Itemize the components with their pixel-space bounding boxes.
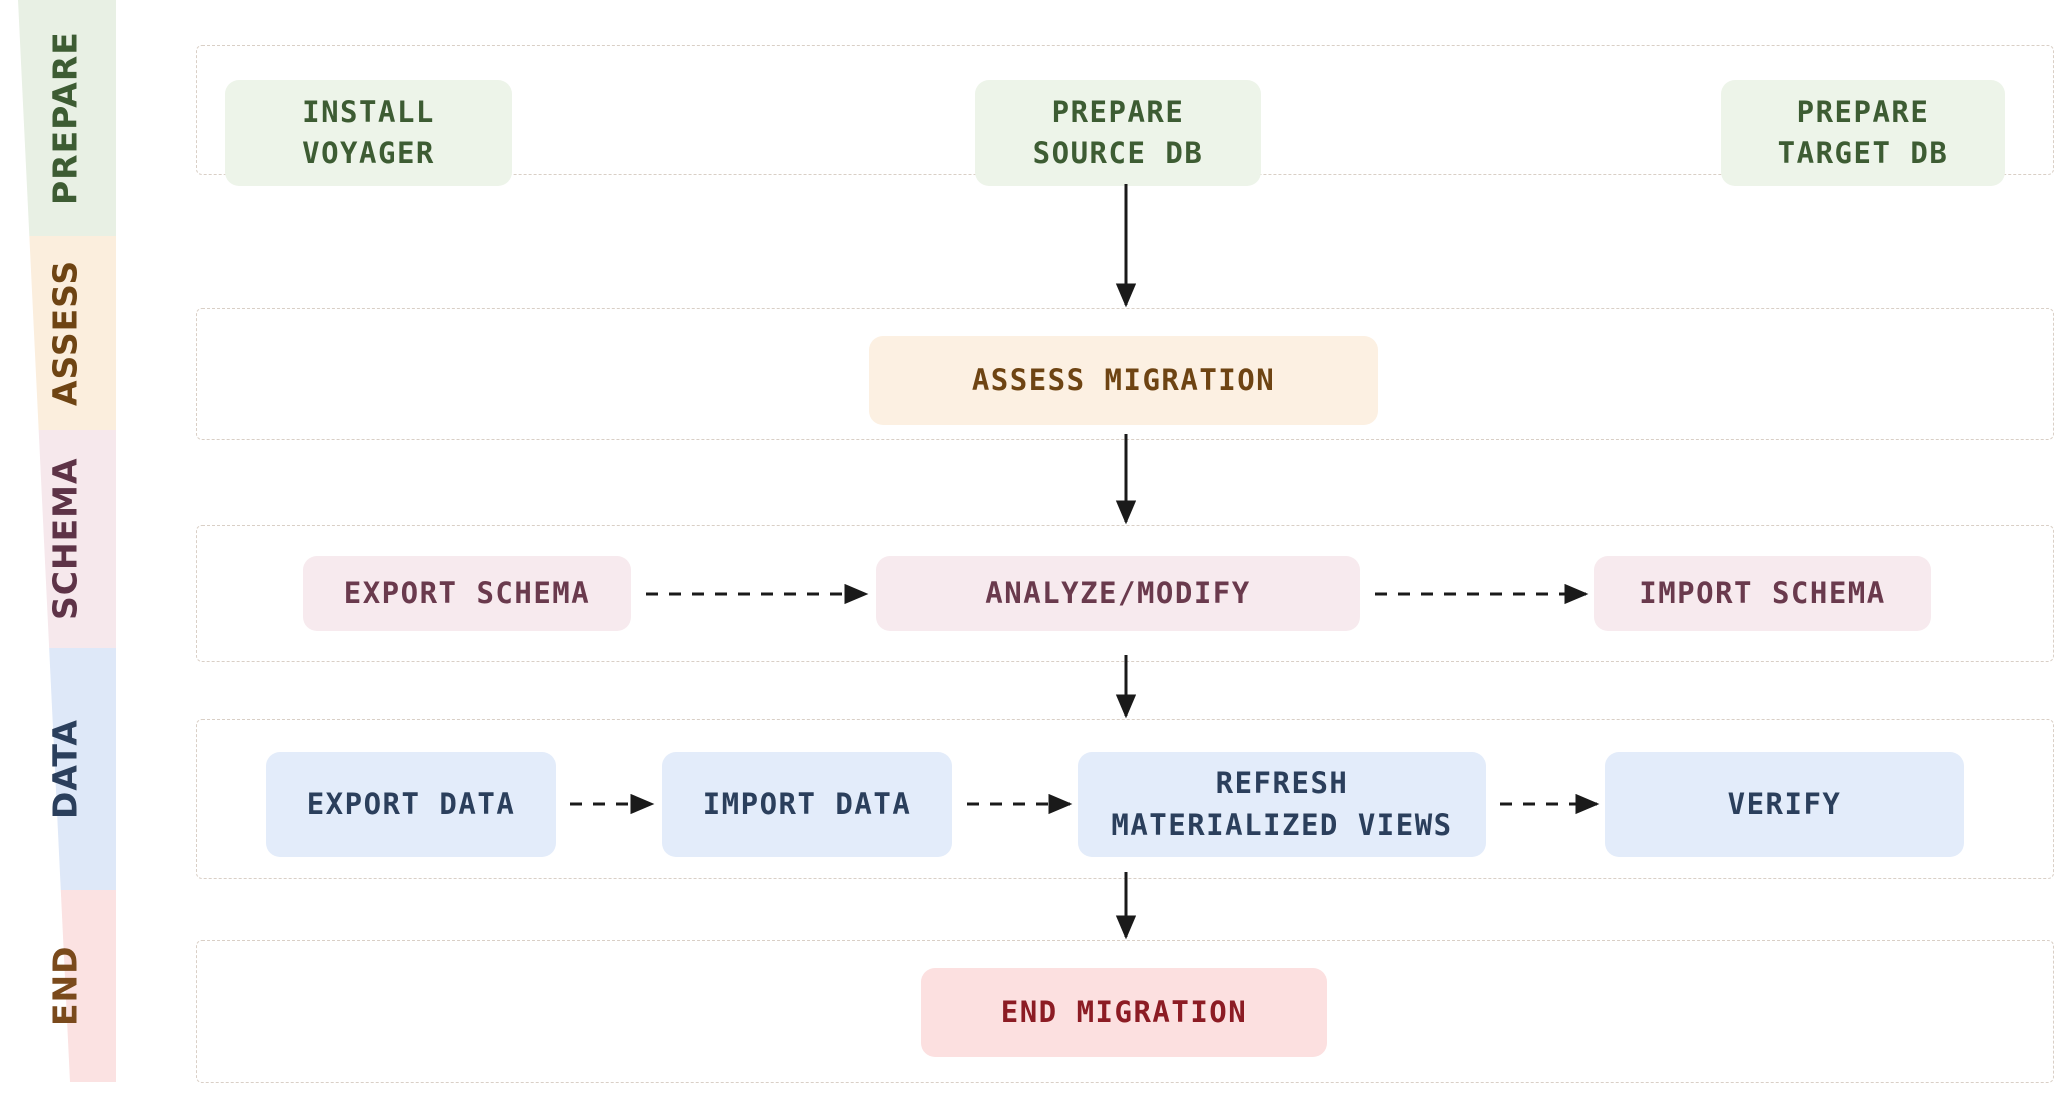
phase-sidebar: PREPARE ASSESS SCHEMA DATA END [0, 0, 130, 1105]
phase-label-end: END [45, 945, 85, 1027]
node-prepare-target-db[interactable]: PREPARE TARGET DB [1721, 80, 2005, 186]
phase-label-schema: SCHEMA [45, 457, 85, 621]
node-import-schema[interactable]: IMPORT SCHEMA [1594, 556, 1931, 631]
phase-band-group-schema[interactable]: SCHEMA [0, 430, 130, 648]
node-end-migration[interactable]: END MIGRATION [921, 968, 1327, 1057]
node-verify[interactable]: VERIFY [1605, 752, 1964, 857]
node-export-schema[interactable]: EXPORT SCHEMA [303, 556, 631, 631]
phase-band-group-prepare[interactable]: PREPARE [0, 0, 130, 236]
node-assess-migration[interactable]: ASSESS MIGRATION [869, 336, 1378, 425]
phase-band-group-assess[interactable]: ASSESS [0, 236, 130, 430]
node-refresh-materialized-views[interactable]: REFRESH MATERIALIZED VIEWS [1078, 752, 1486, 857]
phase-band-group-end[interactable]: END [0, 890, 130, 1082]
node-prepare-source-db[interactable]: PREPARE SOURCE DB [975, 80, 1261, 186]
node-install-voyager[interactable]: INSTALL VOYAGER [225, 80, 512, 186]
node-export-data[interactable]: EXPORT DATA [266, 752, 556, 857]
phase-band-group-data[interactable]: DATA [0, 648, 130, 890]
phase-label-assess: ASSESS [45, 259, 85, 407]
node-analyze-modify[interactable]: ANALYZE/MODIFY [876, 556, 1360, 631]
phase-row-end [196, 940, 2054, 1083]
node-import-data[interactable]: IMPORT DATA [662, 752, 952, 857]
phase-label-data: DATA [45, 719, 85, 819]
phase-label-prepare: PREPARE [45, 31, 85, 205]
